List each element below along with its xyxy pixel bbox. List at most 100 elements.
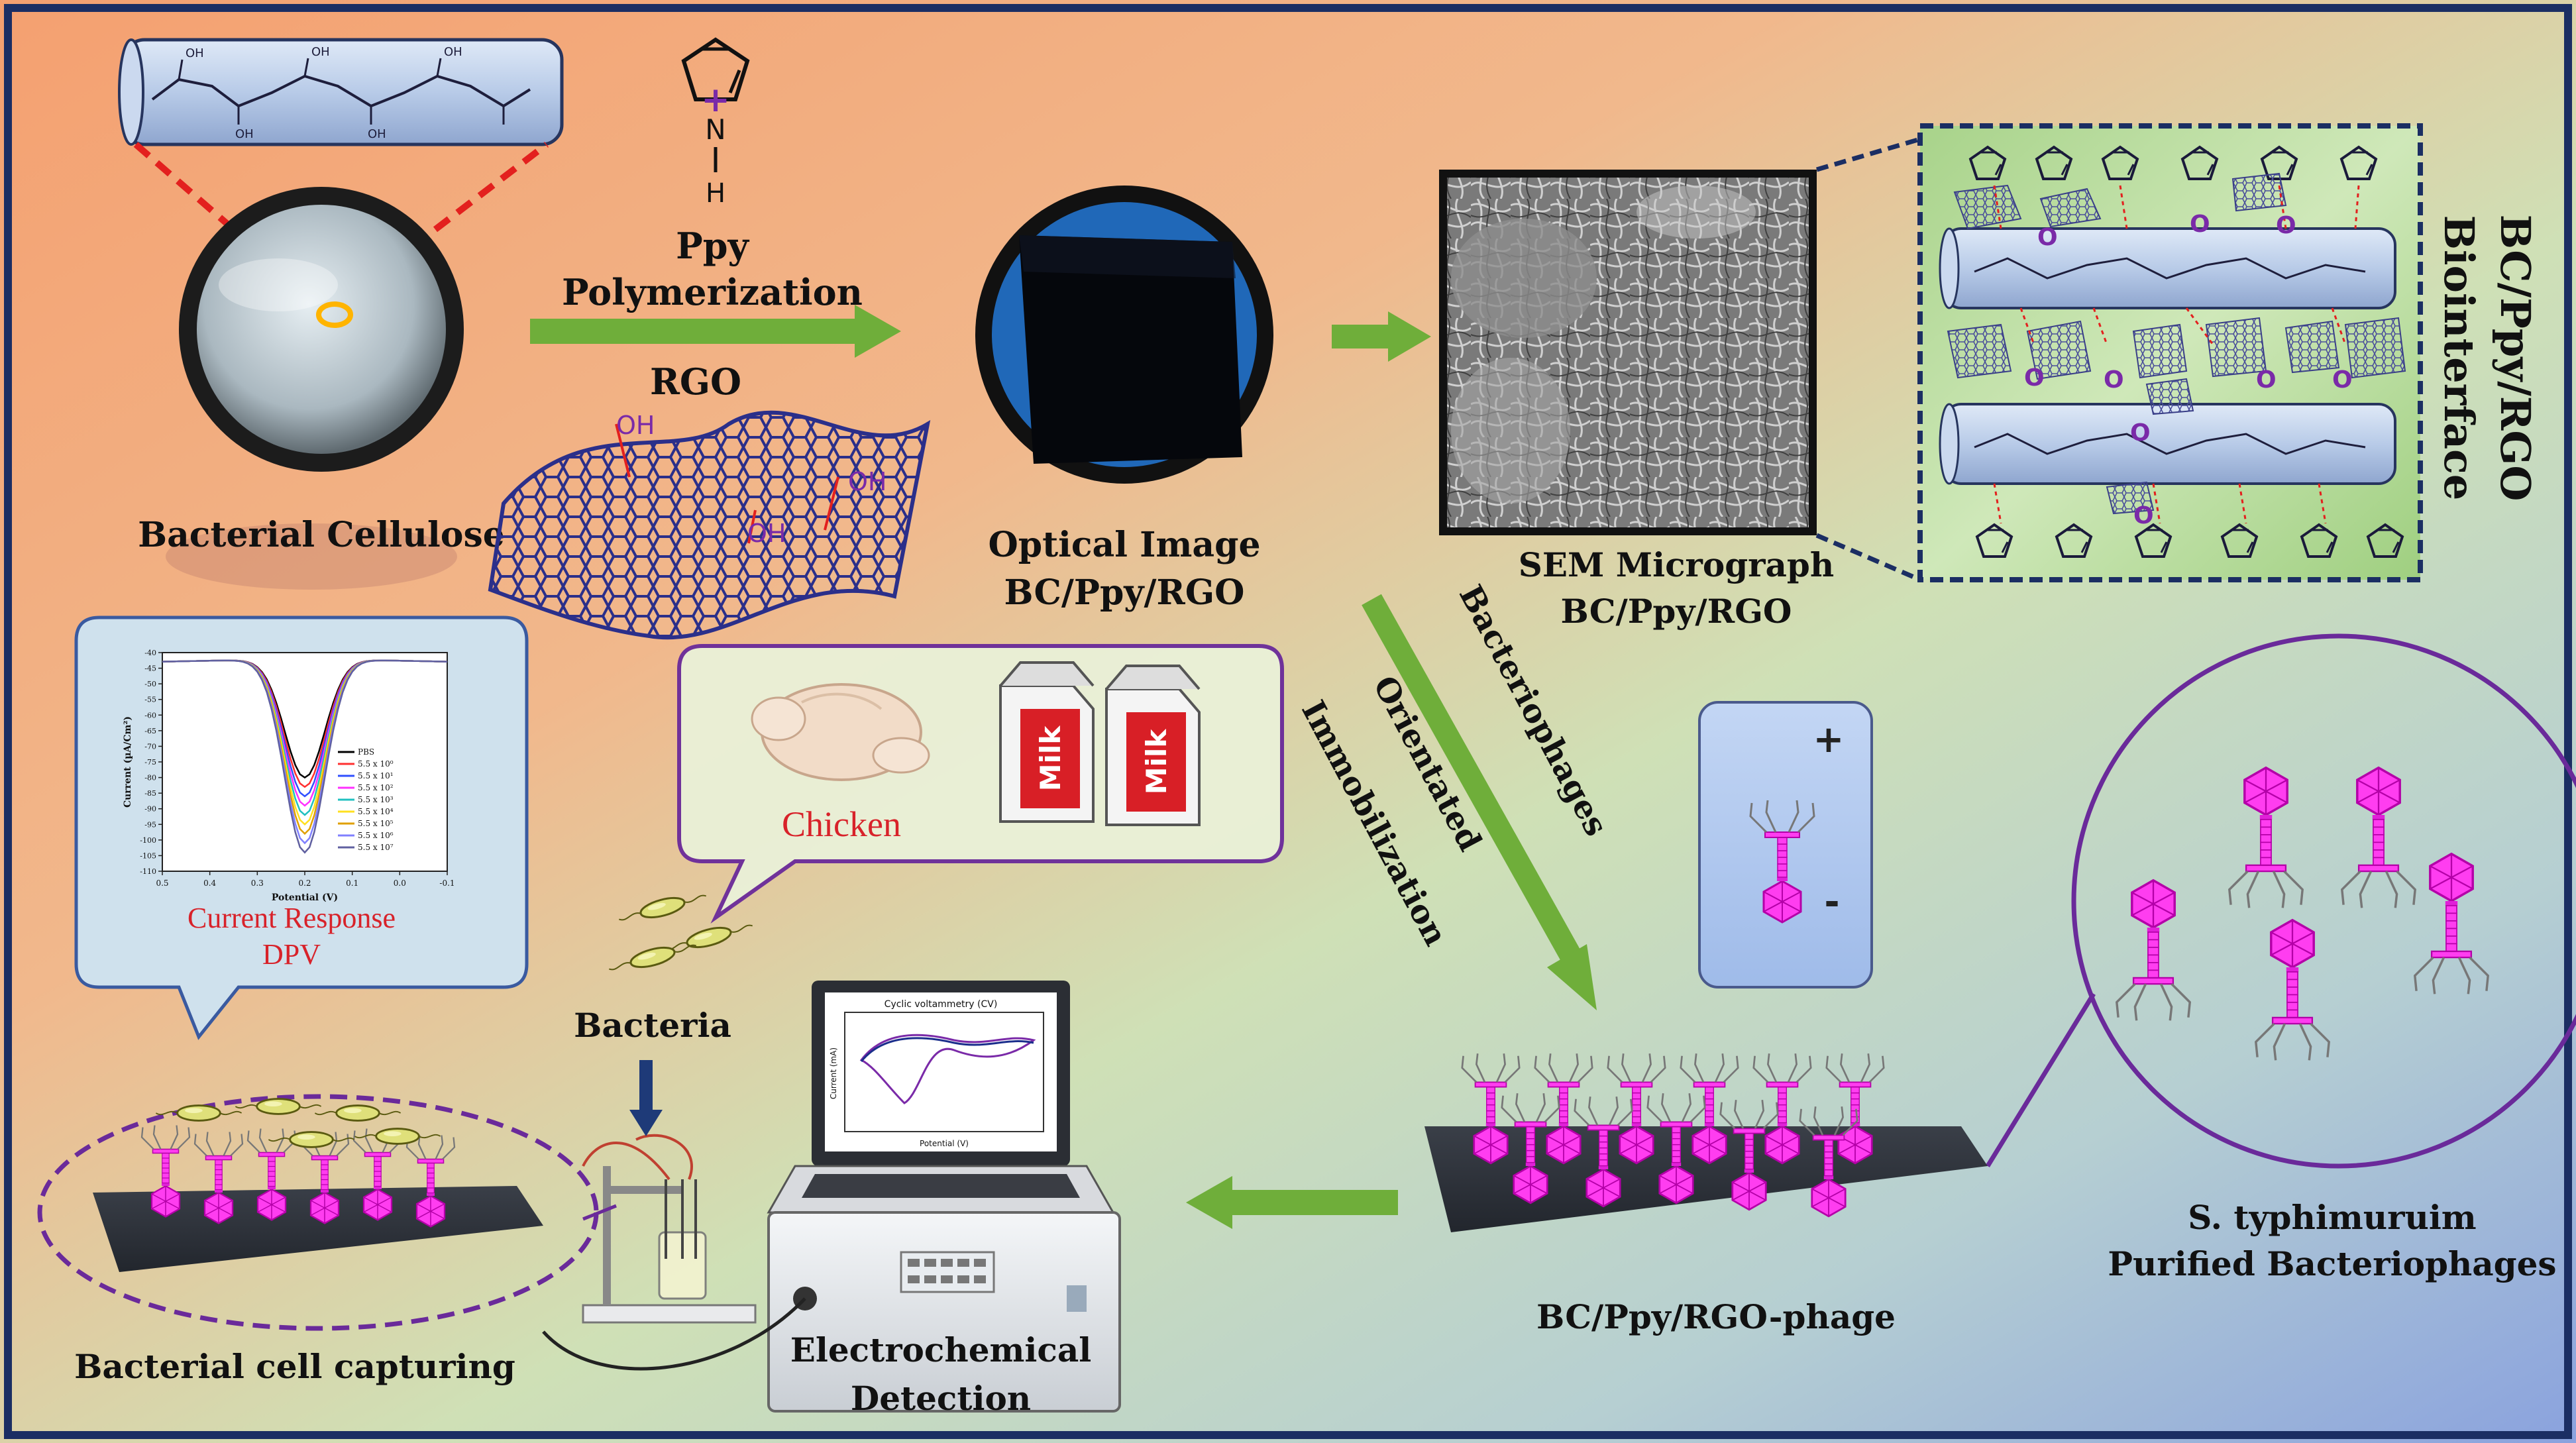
label-detection: Detection [851, 1379, 1031, 1418]
pyrrole-h-label: H [706, 178, 725, 209]
cellulose-chain: OH OH OH OH OH [118, 38, 564, 146]
dpv-legend-label: 5.5 x 10³ [358, 795, 394, 804]
dpv-plot-area [162, 652, 448, 872]
dpv-xlabel: Potential (V) [272, 892, 338, 903]
purified-phages-bubble [1986, 633, 2576, 1169]
label-polymerization: Polymerization [562, 271, 863, 313]
laptop: Cyclic voltammetry (CV) Potential (V) Cu… [767, 981, 1115, 1214]
milk-label: Milk [1140, 729, 1173, 795]
label-biointerface-2: Biointerface [2435, 215, 2483, 501]
oxygen-label: O [2130, 419, 2151, 447]
dpv-x-tick-label: 0.3 [251, 879, 264, 888]
food-sample-bubble [677, 644, 1284, 924]
oxygen-label: O [2133, 502, 2154, 529]
milk-carton [1105, 665, 1201, 826]
dpv-y-tick-label: -45 [144, 665, 156, 673]
dpv-y-tick-label: -85 [144, 789, 156, 798]
dpv-legend-label: 5.5 x 10⁷ [358, 843, 394, 852]
dpv-y-tick-label: -60 [144, 711, 156, 720]
label-ppy: Ppy [676, 225, 749, 267]
oxygen-label: O [2276, 212, 2296, 239]
label-optical-image-1: Optical Image [988, 525, 1260, 565]
electrochemical-cell [542, 1134, 806, 1371]
cell-capture-bubble [37, 1094, 617, 1331]
dpv-legend-label: PBS [358, 747, 374, 757]
dpv-x-tick-label: 0.4 [203, 879, 216, 888]
dpv-y-tick-label: -90 [144, 805, 156, 814]
dpv-x-tick-label: 0.2 [298, 879, 311, 888]
dpv-x-tick-label: 0.0 [394, 879, 406, 888]
dpv-y-tick-label: -75 [144, 758, 156, 767]
dpv-legend-label: 5.5 x 10² [358, 783, 394, 792]
rgo-oh-label: OH [747, 519, 786, 548]
dpv-y-tick-label: -95 [144, 820, 156, 829]
sample-highlight-ring [316, 301, 353, 328]
charged-phage-box [1698, 701, 1873, 989]
dpv-x-tick-label: 0.5 [156, 879, 168, 888]
label-s-typhimurium: S. typhimuruim [2188, 1198, 2476, 1237]
outer-frame [4, 4, 2572, 1439]
pyrrole-n-label: N [705, 113, 725, 146]
dpv-y-tick-label: -80 [144, 774, 156, 782]
dpv-ylabel: Current (µA/Cm²) [123, 716, 133, 808]
dpv-y-tick-label: -40 [144, 649, 156, 657]
dpv-chart: 0.5 0.4 0.3 0.2 0.1 0.0 -0.1 -40 -45 -50 -55 -60 -65… [123, 649, 455, 903]
dpv-legend-label: 5.5 x 10⁴ [358, 807, 394, 816]
dpv-y-tick-label: -105 [140, 851, 156, 860]
label-bacteria: Bacteria [574, 1006, 731, 1045]
oxygen-label: O [2024, 364, 2045, 392]
label-current-response: Current Response [188, 902, 396, 934]
charge-minus: - [1824, 881, 1839, 924]
dpv-y-tick-label: -65 [144, 727, 156, 735]
sem-zoom-lines [1815, 136, 1921, 582]
label-sem-1: SEM Micrograph [1519, 545, 1834, 584]
charge-plus: + [1813, 718, 1845, 761]
arrow-to-detection-head [1186, 1176, 1232, 1229]
biointerface-panel: O O O O O O O O O [1917, 123, 2423, 582]
arrow-immobilization-head [1547, 944, 1597, 1010]
chain-oh-label: OH [311, 45, 330, 59]
label-cell-capturing: Bacterial cell capturing [74, 1347, 515, 1386]
dpv-legend-label: 5.5 x 10⁶ [358, 831, 394, 840]
cv-ylabel: Current (mA) [829, 1047, 838, 1099]
milk-carton [999, 661, 1095, 823]
arrow-immobilization [1362, 594, 1583, 967]
label-electrochemical: Electrochemical [790, 1330, 1092, 1369]
label-rgo: RGO [650, 360, 741, 403]
arrow-to-sem-head [1388, 311, 1431, 362]
cv-chart-title: Cyclic voltammetry (CV) [885, 999, 998, 1010]
label-dpv: DPV [262, 938, 321, 971]
dpv-y-tick-label: -55 [144, 696, 156, 704]
oxygen-label: O [2332, 366, 2353, 394]
rgo-oh-label: OH [848, 467, 886, 496]
oxygen-label: O [2190, 211, 2210, 238]
label-chicken: Chicken [782, 804, 901, 844]
sem-micrograph [1439, 170, 1817, 535]
dpv-y-tick-label: -110 [140, 867, 156, 876]
dpv-x-tick-label: 0.1 [346, 879, 358, 888]
chicken-image [751, 683, 930, 781]
rgo-oh-label: OH [616, 411, 655, 440]
label-sem-2: BC/Ppy/RGO [1561, 592, 1792, 631]
dpv-y-tick-label: -50 [144, 680, 156, 688]
oxygen-label: O [2104, 366, 2124, 394]
chain-oh-label: OH [186, 46, 204, 60]
label-optical-image-2: BC/Ppy/RGO [1004, 572, 1245, 613]
dpv-legend-label: 5.5 x 10¹ [358, 771, 394, 780]
oxygen-label: O [2037, 224, 2058, 251]
rgo-sheet [488, 410, 931, 640]
label-purified-phages: Purified Bacteriophages [2108, 1244, 2556, 1283]
optical-image [975, 186, 1273, 484]
arrow-to-optical-head [855, 305, 901, 358]
oxygen-label: O [2256, 366, 2277, 394]
milk-label: Milk [1034, 725, 1067, 792]
phage-electrode [1424, 1053, 1988, 1232]
chain-oh-label: OH [235, 127, 254, 141]
cv-xlabel: Potential (V) [920, 1139, 969, 1148]
label-bacterial-cellulose: Bacterial Cellulose [138, 515, 505, 555]
pyrrole-charge: + [701, 80, 730, 120]
dpv-x-tick-label: -0.1 [439, 879, 455, 888]
bacteria-down-arrow-head [629, 1110, 663, 1136]
dpv-y-tick-label: -70 [144, 742, 156, 751]
